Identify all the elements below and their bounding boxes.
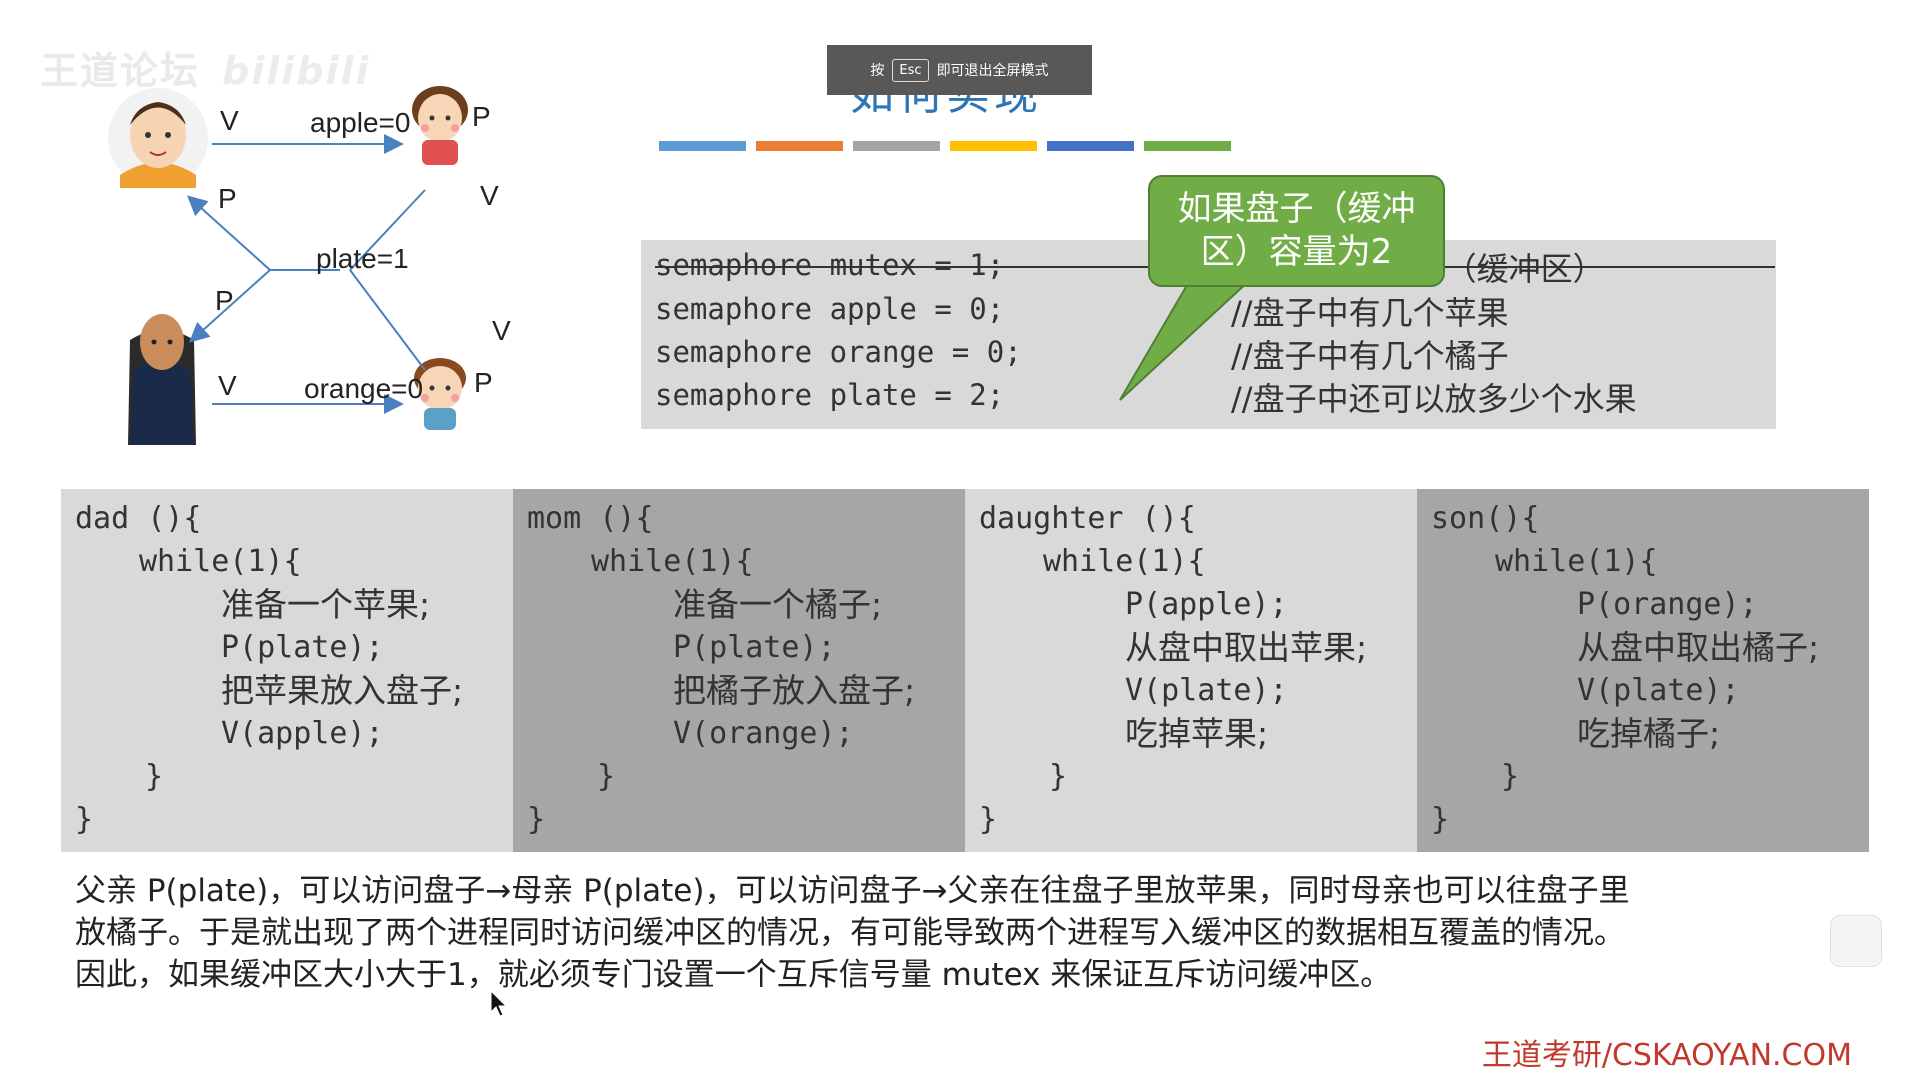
color-bar-segment-5 <box>1047 141 1134 151</box>
watermark-text: 王道论坛 <box>40 49 201 93</box>
son-line-4: 吃掉橘子; <box>1577 714 1721 753</box>
son-header: son() <box>1431 501 1522 536</box>
plate-to-dad-arrow <box>187 195 271 271</box>
daughter-line-4: 吃掉苹果; <box>1125 714 1269 753</box>
daughter-line-2: 从盘中取出苹果; <box>1125 628 1368 667</box>
v-label-daughter: V <box>480 180 499 211</box>
daughter-to-plate-line <box>349 189 426 271</box>
mom-loop: while(1){ <box>591 544 754 579</box>
explanation-line-1: 父亲 P(plate)，可以访问盘子→母亲 P(plate)，可以访问盘子→父亲… <box>75 873 1630 909</box>
dad-header: dad () <box>75 501 184 536</box>
semaphore-orange-line: semaphore orange = 0; <box>655 335 1022 369</box>
v-label-son: V <box>492 315 511 346</box>
mom-line-4: V(orange); <box>673 716 854 751</box>
daughter-process-panel: daughter (){ while(1){ P(apple); 从盘中取出苹果… <box>965 489 1417 852</box>
daughter-loop: while(1){ <box>1043 544 1206 579</box>
explanation-line-2: 放橘子。于是就出现了两个进程同时访问缓冲区的情况，有可能导致两个进程写入缓冲区的… <box>75 915 1625 951</box>
brand-footer: 王道考研/CSKAOYAN.COM <box>1481 1038 1852 1073</box>
daughter-line-1: P(apple); <box>1125 587 1288 622</box>
callout-pointer <box>1119 279 1253 401</box>
semaphore-apple-comment: //盘子中有几个苹果 <box>1231 294 1509 332</box>
mouse-cursor-icon <box>490 990 508 1017</box>
p-label-daughter: P <box>472 101 491 132</box>
fullscreen-exit-toast: 按 Esc 即可退出全屏模式 <box>827 45 1092 95</box>
toast-suffix: 即可退出全屏模式 <box>936 63 1049 79</box>
mom-process-panel: mom (){ while(1){ 准备一个橘子; P(plate); 把橘子放… <box>513 489 965 852</box>
daughter-header: daughter () <box>979 501 1178 536</box>
son-line-2: 从盘中取出橘子; <box>1577 628 1820 667</box>
mom-avatar <box>128 314 196 445</box>
son-process-panel: son(){ while(1){ P(orange); 从盘中取出橘子; V(p… <box>1417 489 1869 852</box>
mom-line-3: 把橘子放入盘子; <box>673 671 916 710</box>
dad-line-3: 把苹果放入盘子; <box>221 671 464 710</box>
semaphore-mutex-line: semaphore mutex = 1; <box>655 248 1005 282</box>
color-bar-segment-4 <box>950 141 1037 151</box>
esc-key-badge: Esc <box>892 58 929 82</box>
callout-bubble: 如果盘子（缓冲区）容量为2 <box>1148 175 1445 287</box>
semaphore-orange-comment: //盘子中有几个橘子 <box>1231 337 1509 375</box>
family-diagram: V apple=0 P P V plate=1 P V V orange=0 P <box>108 86 511 445</box>
dad-avatar <box>108 88 208 188</box>
apple-label: apple=0 <box>310 107 410 138</box>
plate-to-mom-arrow <box>189 269 271 343</box>
daughter-line-3: V(plate); <box>1125 673 1288 708</box>
son-line-1: P(orange); <box>1577 587 1758 622</box>
p-label-son: P <box>474 367 493 398</box>
bilibili-logo: bilibili <box>222 49 371 93</box>
dad-process-panel: dad (){ while(1){ 准备一个苹果; P(plate); 把苹果放… <box>61 489 513 852</box>
p-label-mom: P <box>215 285 234 316</box>
dad-line-2: P(plate); <box>221 630 384 665</box>
color-bar-segment-1 <box>659 141 746 151</box>
color-bar-segment-6 <box>1144 141 1231 151</box>
mom-line-1: 准备一个橘子; <box>673 585 883 624</box>
toast-prefix: 按 <box>870 63 885 79</box>
color-bar-segment-3 <box>853 141 940 151</box>
dad-line-4: V(apple); <box>221 716 384 751</box>
explanation-line-3: 因此，如果缓冲区大小大于1，就必须专门设置一个互斥信号量 mutex 来保证互斥… <box>75 957 1392 993</box>
explanation-text: 父亲 P(plate)，可以访问盘子→母亲 P(plate)，可以访问盘子→父亲… <box>75 870 1865 996</box>
v-label-dad: V <box>220 105 239 136</box>
color-bar-segment-2 <box>756 141 843 151</box>
mom-line-2: P(plate); <box>673 630 836 665</box>
daughter-avatar <box>412 86 468 165</box>
semaphore-plate-line: semaphore plate = 2; <box>655 378 1005 412</box>
son-loop: while(1){ <box>1495 544 1658 579</box>
son-to-plate-line <box>349 269 426 371</box>
semaphore-apple-line: semaphore apple = 0; <box>655 292 1005 326</box>
watermark-logo: 王道论坛 bilibili <box>40 40 371 95</box>
semaphore-plate-comment: //盘子中还可以放多少个水果 <box>1231 380 1637 418</box>
plate-label: plate=1 <box>316 243 409 274</box>
v-label-mom: V <box>218 370 237 401</box>
player-float-button[interactable] <box>1830 915 1882 967</box>
dad-line-1: 准备一个苹果; <box>221 585 431 624</box>
son-line-3: V(plate); <box>1577 673 1740 708</box>
son-avatar <box>414 358 466 430</box>
p-label-dad: P <box>218 183 237 214</box>
dad-loop: while(1){ <box>139 544 302 579</box>
mom-header: mom () <box>527 501 636 536</box>
orange-label: orange=0 <box>304 373 423 404</box>
